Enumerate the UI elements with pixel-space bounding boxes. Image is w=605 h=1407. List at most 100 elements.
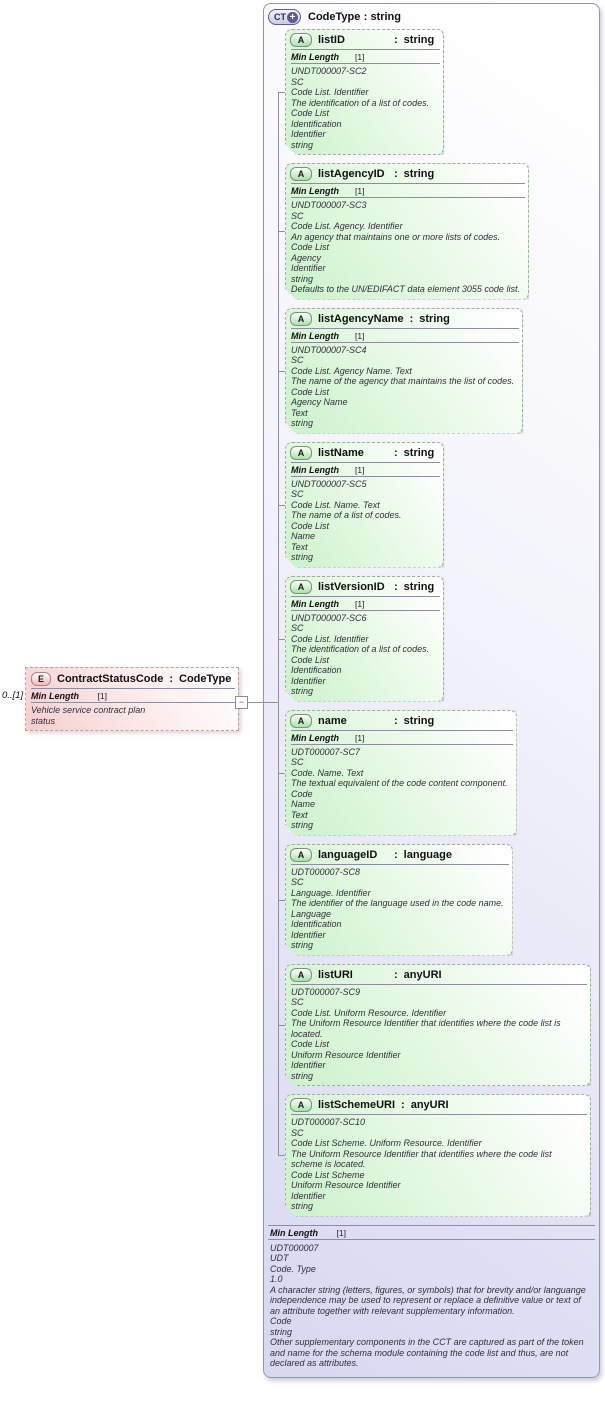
collapse-toggle-icon[interactable]: − [235,696,248,709]
separator-line [291,984,587,985]
annotation-line: Name [291,531,316,541]
attribute-facet-row: Min Length [1] [286,184,528,197]
annotation-line: SC [291,1127,304,1138]
annotation-line: Identifier [291,129,326,139]
separator-line [291,183,525,184]
annotation-line: The textual equivalent of the code conte… [291,778,508,788]
facet-value: [1] [355,52,365,62]
connector-stub [278,899,285,901]
annotation-line: Code. Name. Text [291,767,364,778]
annotation-line: Text [291,407,308,418]
facet-value: [1] [355,732,365,743]
annotation-line: Identification [291,118,342,129]
annotation-line: Code List. Name. Text [291,499,380,510]
annotation-line: string [291,139,314,150]
annotation-line: Text [291,541,308,552]
element-type: CodeType [179,673,232,685]
expand-plus-icon[interactable]: + [287,11,298,23]
connector-stub [278,1155,285,1157]
tree-line [278,93,279,1157]
annotation-line: The Uniform Resource Identifier that ide… [291,1018,561,1039]
facet-name: Min Length [291,464,339,475]
attribute-name: listSchemeURI [318,1099,396,1111]
annotation-line: Identifier [291,675,326,686]
annotation-line: SC [291,997,304,1007]
separator-line [291,744,513,745]
annotation-line: SC [291,489,304,499]
annotation-line: Code List. Identifier [291,87,369,97]
complextype-icon: CT + [268,9,301,25]
attribute-facet-row: Min Length[1] [286,50,443,63]
attribute-type: anyURI [403,968,442,981]
separator-line [291,1114,587,1115]
codetype-base-type: string [370,11,401,23]
attribute-name: name [318,714,347,727]
annotation-line: Code List Scheme. Uniform Resource. Iden… [291,1138,482,1148]
annotation-line: SC [291,76,304,87]
type-separator: : [394,446,398,459]
connector-stub [278,504,285,506]
connector-stub [278,92,285,93]
annotation-line: Other supplementary components in the CC… [270,1337,584,1368]
annotation-line: UDT [270,1253,289,1263]
type-separator: : [394,968,398,981]
element-box[interactable]: E ContractStatusCode : CodeType Min Leng… [25,667,239,731]
separator-line [31,702,235,703]
attribute-facet-row: Min Length[1] [286,597,443,610]
facet-value: [1] [355,186,365,196]
separator-line [31,688,235,689]
annotation-line: UDT000007 [270,1242,319,1253]
annotation-line: string [291,940,314,950]
connector-stub [278,370,285,372]
codetype-header[interactable]: CT + CodeType : string [264,4,599,28]
annotation-line: UNDT000007-SC5 [291,478,367,489]
separator-line [291,476,440,477]
attribute-name: listURI [318,968,353,981]
separator-line [291,864,509,865]
annotation-line: Defaults to the UN/EDIFACT data element … [291,284,520,294]
annotation-line: string [291,1070,314,1081]
annotation-line: Identification [291,665,342,675]
element-facet-row: Min Length [1] [26,689,238,702]
type-separator: : [394,848,398,861]
annotation-line: The identifier of the language used in t… [291,898,504,908]
facet-name: Min Length [291,598,339,609]
separator-line [291,328,519,329]
element-connector-line [248,702,279,703]
annotation-line: SC [291,757,304,767]
facet-name: Min Length [291,186,339,196]
annotation-line: UNDT000007-SC2 [291,66,367,76]
separator-line [291,596,440,597]
attribute-type: string [403,714,435,727]
annotation-line: string [270,1326,293,1337]
annotation-line: Code. Type [270,1263,316,1274]
annotation-line: SC [291,623,304,633]
annotation-line: status [31,715,56,726]
annotation-line: The identification of a list of codes. [291,97,430,108]
annotation-line: Identifier [291,1060,326,1070]
attribute-icon: A [290,968,312,982]
